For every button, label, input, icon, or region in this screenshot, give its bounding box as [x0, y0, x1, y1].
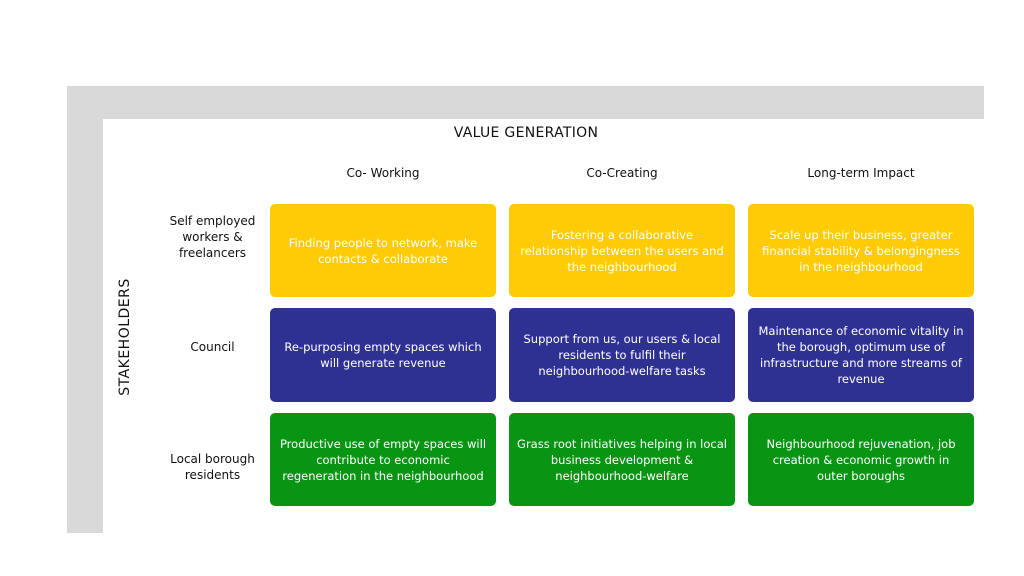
cell-freelancers-long-term-impact: Scale up their business, greater financi…	[748, 204, 974, 297]
stakeholders-axis-label: STAKEHOLDERS	[117, 278, 133, 396]
cell-council-long-term-impact: Maintenance of economic vitality in the …	[748, 308, 974, 402]
row-header-residents: Local borough residents	[170, 452, 255, 482]
diagram-title: VALUE GENERATION	[453, 125, 599, 141]
cell-text: Finding people to network, make contacts…	[288, 235, 478, 266]
cell-text: Support from us, our users & local resid…	[523, 332, 721, 378]
column-header-long-term-impact: Long-term Impact	[807, 166, 915, 180]
row-header-council: Council	[190, 340, 235, 354]
frame-left-bar	[67, 119, 103, 533]
cell-text: Productive use of empty spaces will cont…	[279, 436, 487, 483]
cell-text: Maintenance of economic vitality in the …	[758, 324, 964, 386]
row-header-freelancers: Self employed workers & freelancers	[169, 214, 256, 260]
column-header-co-creating: Co-Creating	[586, 166, 658, 180]
cell-text: Neighbourhood rejuvenation, job creation…	[766, 436, 956, 483]
cell-residents-long-term-impact: Neighbourhood rejuvenation, job creation…	[748, 413, 974, 506]
cell-text: Re-purposing empty spaces which will gen…	[284, 340, 482, 370]
cell-text: Scale up their business, greater financi…	[762, 227, 960, 274]
cell-residents-co-creating: Grass root initiatives helping in local …	[509, 413, 735, 506]
cell-council-co-creating: Support from us, our users & local resid…	[509, 308, 735, 402]
cell-council-co-working: Re-purposing empty spaces which will gen…	[270, 308, 496, 402]
cell-text: Grass root initiatives helping in local …	[517, 436, 727, 483]
cell-text: Fostering a collaborative relationship b…	[520, 227, 724, 274]
cell-residents-co-working: Productive use of empty spaces will cont…	[270, 413, 496, 506]
cell-freelancers-co-working: Finding people to network, make contacts…	[270, 204, 496, 297]
column-header-co-working: Co- Working	[346, 166, 420, 180]
frame-top-bar	[67, 86, 984, 119]
cell-freelancers-co-creating: Fostering a collaborative relationship b…	[509, 204, 735, 297]
